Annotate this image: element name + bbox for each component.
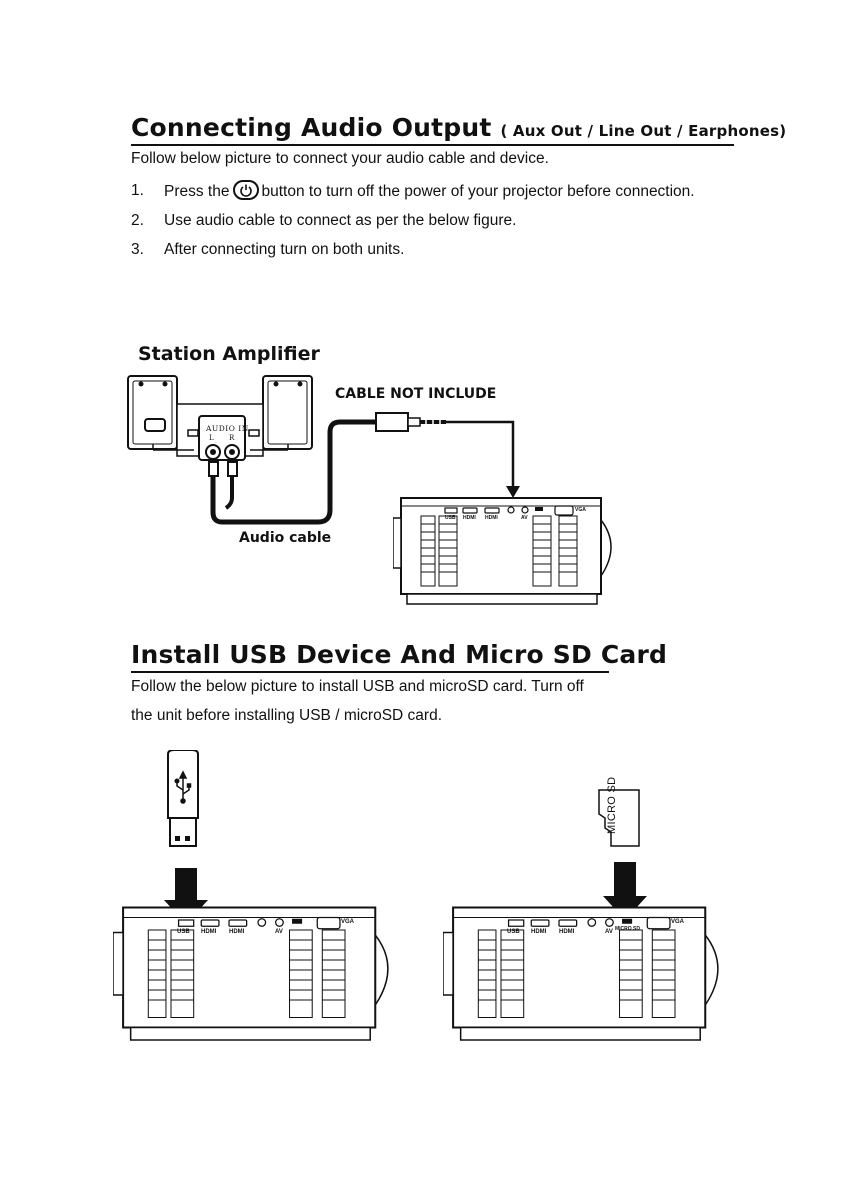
micro-sd-card: MICRO SD [597, 777, 641, 848]
audio-connection-diagram [127, 375, 520, 525]
av-port-label: AV [605, 929, 613, 935]
audio-in-label: AUDIO IN [206, 424, 249, 433]
projector-rear-view-usb: USB HDMI HDMI AV VGA [113, 905, 403, 1045]
left-channel-label: L [209, 434, 214, 442]
section-title-audio-output: Connecting Audio Output ( Aux Out / Line… [131, 113, 786, 142]
vga-port-label: VGA [671, 919, 685, 925]
audio-cable-label: Audio cable [239, 530, 332, 546]
step-text-after: button to turn off the power of your pro… [261, 183, 695, 201]
micro-sd-label: MICRO SD [606, 776, 618, 834]
vga-port-label: VGA [575, 507, 586, 513]
usb-port-label: USB [507, 929, 520, 935]
usb-flash-drive [167, 750, 199, 847]
section-subtitle: ( Aux Out / Line Out / Earphones) [500, 122, 787, 140]
sd-port-label: MICRO SD [615, 926, 640, 932]
step-number: 2. [131, 212, 144, 229]
step-text: After connecting turn on both units. [164, 241, 405, 258]
audio-intro-text: Follow below picture to connect your aud… [131, 150, 549, 167]
hdmi-port-label: HDMI [559, 929, 575, 935]
step-text-before: Press the [164, 183, 230, 201]
title-underline [131, 671, 609, 673]
usb-intro-line-2: the unit before installing USB / microSD… [131, 707, 442, 724]
section-title-usb-sd: Install USB Device And Micro SD Card [131, 640, 668, 669]
amplifier-label: Station Amplifier [138, 343, 320, 365]
power-icon [233, 180, 260, 200]
usb-port-label: USB [177, 929, 190, 935]
usb-intro-line-1: Follow the below picture to install USB … [131, 678, 584, 695]
cable-note-label: CABLE NOT INCLUDE [335, 386, 497, 402]
left-speaker [127, 375, 178, 450]
right-speaker [262, 375, 313, 450]
hdmi-port-label: HDMI [201, 929, 217, 935]
av-port-label: AV [275, 929, 283, 935]
title-underline [131, 144, 734, 146]
usb-icon [174, 770, 192, 804]
usb-port-label: USB [445, 515, 456, 521]
hdmi-port-label: HDMI [485, 515, 498, 521]
step-number: 1. [131, 182, 144, 199]
section-title: Connecting Audio Output [131, 113, 492, 142]
hdmi-port-label: HDMI [531, 929, 547, 935]
right-channel-label: R [229, 434, 235, 442]
step-text: Press the button to turn off the power of… [164, 180, 695, 202]
vga-port-label: VGA [341, 919, 355, 925]
hdmi-port-label: HDMI [229, 929, 245, 935]
av-port-label: AV [521, 515, 528, 521]
hdmi-port-label: HDMI [463, 515, 476, 521]
step-number: 3. [131, 241, 144, 258]
projector-rear-view: USB HDMI HDMI AV VGA [393, 496, 623, 608]
step-text: Use audio cable to connect as per the be… [164, 212, 517, 229]
projector-rear-view-sd: USB HDMI HDMI AV MICRO SD VGA [443, 905, 733, 1045]
